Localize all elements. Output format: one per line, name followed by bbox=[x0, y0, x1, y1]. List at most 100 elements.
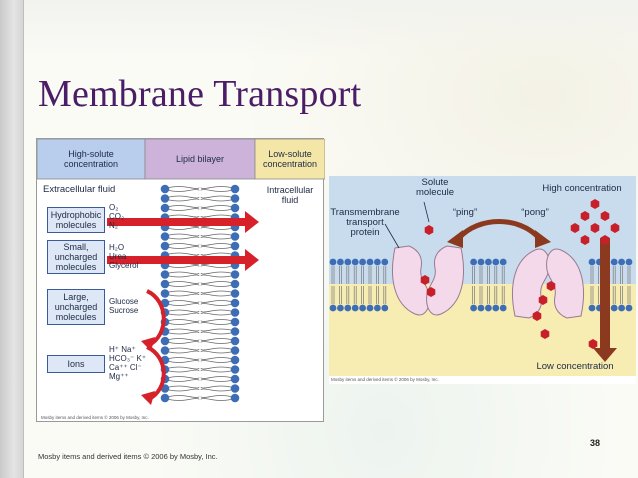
lipid-tail bbox=[168, 341, 200, 344]
molecules-ions: H⁺ Na⁺ HCO₃⁻ K⁺ Ca⁺⁺ Cl⁻ Mg⁺⁺ bbox=[109, 345, 147, 381]
lipid-tail bbox=[168, 360, 200, 363]
transport-protein-figure: Solute molecule High concentration Trans… bbox=[329, 176, 636, 384]
lipid-tail bbox=[200, 236, 232, 240]
lipid-tail bbox=[168, 376, 200, 379]
lipid-head bbox=[230, 298, 240, 308]
solute-molecule bbox=[590, 223, 600, 233]
slide-title: Membrane Transport bbox=[38, 73, 362, 115]
extracellular-fluid-label: Extracellular fluid bbox=[43, 184, 116, 195]
lipid-tail bbox=[200, 233, 232, 237]
lipid-head bbox=[160, 346, 170, 355]
lipid-tail bbox=[200, 189, 232, 192]
lipid-head bbox=[230, 279, 240, 289]
lipid-tail bbox=[200, 366, 232, 370]
top-band bbox=[24, 0, 638, 60]
lipid-tail bbox=[200, 357, 232, 360]
transport-protein-diagram bbox=[329, 176, 636, 376]
lipid-head bbox=[160, 194, 170, 203]
arrow-large-uncharged bbox=[145, 289, 166, 347]
lipid-head bbox=[477, 258, 485, 266]
solute-molecule bbox=[424, 225, 434, 235]
lipid-head bbox=[359, 304, 366, 312]
lipid-tail bbox=[168, 236, 200, 240]
lipid-head bbox=[499, 304, 507, 312]
lipid-head bbox=[351, 304, 359, 312]
lipid-tail bbox=[200, 284, 232, 287]
lipid-head bbox=[160, 184, 170, 194]
lipid-tail bbox=[168, 369, 200, 373]
lipid-tail bbox=[168, 366, 200, 370]
left-figure-credit: Mosby items and derived items © 2006 by … bbox=[41, 415, 149, 420]
arrow-hydrophobic bbox=[107, 211, 259, 233]
lipid-tail bbox=[200, 369, 232, 373]
category-ions: Ions bbox=[47, 355, 105, 373]
lipid-tail bbox=[168, 350, 200, 354]
lipid-tail bbox=[200, 312, 232, 316]
lipid-head bbox=[359, 258, 366, 266]
lipid-head bbox=[381, 304, 389, 312]
lipid-tail bbox=[200, 347, 232, 351]
lipid-tail bbox=[200, 379, 232, 382]
lipid-tail bbox=[200, 350, 232, 354]
category-small-uncharged: Small, uncharged molecules bbox=[47, 240, 105, 274]
lipid-tail bbox=[168, 379, 200, 382]
lipid-tail bbox=[200, 388, 232, 392]
page-number: 38 bbox=[590, 438, 601, 448]
lipid-tail bbox=[200, 309, 232, 313]
molecules-large-uncharged: Glucose Sucrose bbox=[109, 297, 139, 315]
lipid-tail bbox=[200, 186, 232, 189]
lipid-head bbox=[230, 393, 240, 403]
lipid-head bbox=[337, 258, 344, 266]
lipid-head bbox=[160, 289, 170, 298]
solute-molecule bbox=[420, 275, 430, 285]
lipid-head bbox=[366, 258, 374, 266]
footer-credit: Mosby items and derived items © 2006 by … bbox=[38, 452, 218, 461]
lipid-head bbox=[477, 304, 485, 312]
lipid-head bbox=[160, 270, 170, 279]
lipid-tail bbox=[168, 309, 200, 313]
lipid-tail bbox=[168, 303, 200, 306]
lipid-tail bbox=[168, 293, 200, 297]
high-concentration-label: High concentration bbox=[542, 183, 622, 194]
lipid-head bbox=[499, 258, 507, 266]
lipid-head bbox=[610, 304, 618, 312]
lipid-tail bbox=[200, 271, 232, 275]
lipid-tail bbox=[168, 322, 200, 325]
lipid-head bbox=[374, 258, 381, 266]
lipid-tail bbox=[200, 341, 232, 344]
lipid-head bbox=[230, 327, 240, 336]
lipid-tail bbox=[168, 233, 200, 237]
lipid-head bbox=[588, 258, 596, 266]
lipid-tail bbox=[200, 214, 232, 218]
solute-molecule bbox=[610, 223, 620, 233]
lipid-tail bbox=[200, 290, 232, 294]
lipid-tail bbox=[200, 328, 232, 332]
lipid-tail bbox=[168, 385, 200, 389]
lipid-tail bbox=[200, 274, 232, 278]
lipid-head bbox=[337, 304, 344, 312]
lipid-head bbox=[485, 258, 492, 266]
lipid-tail bbox=[168, 274, 200, 278]
lipid-tail bbox=[168, 205, 200, 208]
lipid-tail bbox=[168, 281, 200, 284]
solute-molecule bbox=[532, 311, 542, 321]
ping-pong-arrow-head-right bbox=[535, 230, 551, 248]
solute-pointer bbox=[423, 201, 430, 223]
lipid-tail bbox=[168, 331, 200, 335]
lipid-tail bbox=[168, 300, 200, 303]
lipid-tail bbox=[168, 395, 200, 398]
pong-label: “pong” bbox=[521, 207, 549, 218]
lipid-tail bbox=[168, 338, 200, 341]
solute-molecule bbox=[538, 295, 548, 305]
lipid-tail bbox=[168, 271, 200, 275]
lipid-head bbox=[381, 258, 389, 266]
lipid-tail bbox=[168, 312, 200, 316]
solute-molecule bbox=[590, 199, 600, 209]
lipid-tail bbox=[168, 246, 200, 249]
lipid-tail bbox=[200, 227, 232, 230]
category-large-uncharged: Large, uncharged molecules bbox=[47, 289, 105, 325]
lipid-bilayer bbox=[160, 184, 240, 403]
solute-molecule bbox=[580, 235, 590, 245]
lipid-head bbox=[230, 336, 240, 346]
lipid-head bbox=[618, 258, 625, 266]
